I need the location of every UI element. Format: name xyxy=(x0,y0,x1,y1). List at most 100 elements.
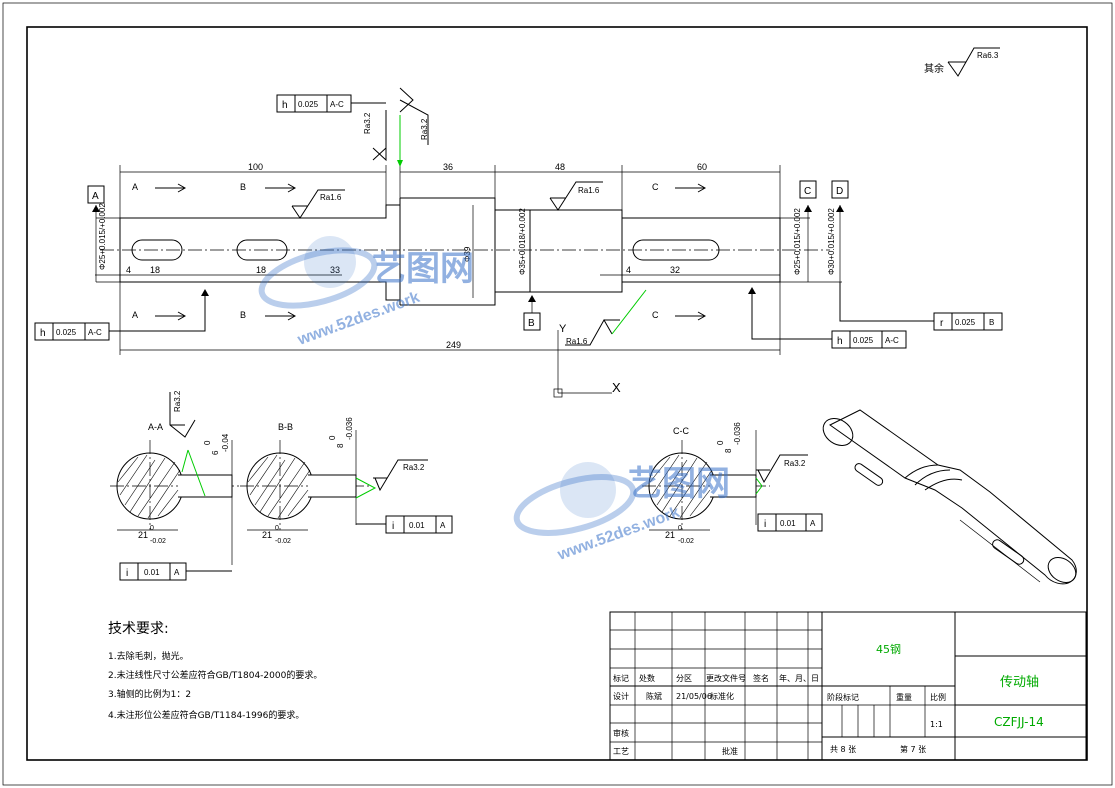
tech-item-4: 4.未注形位公差应符合GB/T1184-1996的要求。 xyxy=(108,709,304,721)
dim-249: 249 xyxy=(446,340,461,350)
dia-right: Φ25+0.015/+0.002 xyxy=(793,208,802,275)
dim-33: 33 xyxy=(330,265,340,275)
svg-text:批准: 批准 xyxy=(722,746,738,756)
inner-frame xyxy=(26,26,1088,761)
fcf-section-a[interactable]: i 0.01 A xyxy=(119,562,232,581)
svg-text:年、月、日: 年、月、日 xyxy=(779,673,819,683)
dim-36: 36 xyxy=(443,162,453,172)
svg-text:阶段标记: 阶段标记 xyxy=(827,692,859,702)
svg-text:Ra6.3: Ra6.3 xyxy=(977,51,999,60)
section-mark-c-bottom: C xyxy=(652,310,659,320)
svg-text:Ra3.2: Ra3.2 xyxy=(420,118,429,140)
svg-text:A-C: A-C xyxy=(88,328,102,337)
fcf-left[interactable]: h 0.025 A-C xyxy=(34,289,209,341)
tech-title: 技术要求: xyxy=(108,621,169,637)
svg-text:陈斌: 陈斌 xyxy=(646,691,662,701)
svg-text:0: 0 xyxy=(203,440,212,445)
svg-text:比例: 比例 xyxy=(930,692,946,702)
dim-keyway-32: 32 xyxy=(670,265,680,275)
svg-text:h: h xyxy=(837,336,843,347)
section-mark-a-top: A xyxy=(132,182,138,192)
svg-text:Ra3.2: Ra3.2 xyxy=(403,463,425,472)
fcf-section-c[interactable]: i 0.01 A xyxy=(757,513,823,532)
fcf-right-1[interactable]: h 0.025 A-C xyxy=(748,287,907,349)
svg-text:6: 6 xyxy=(211,450,220,455)
fcf-section-b[interactable]: i 0.01 A xyxy=(356,515,453,534)
svg-text:21: 21 xyxy=(262,530,272,540)
fcf-right-2[interactable]: r 0.025 B xyxy=(839,282,1003,331)
keyway-2 xyxy=(236,239,288,261)
svg-text:Ra1.6: Ra1.6 xyxy=(566,337,588,346)
svg-text:r: r xyxy=(940,318,944,329)
svg-text:A: A xyxy=(174,568,180,577)
svg-text:Y: Y xyxy=(559,323,567,335)
svg-text:处数: 处数 xyxy=(639,673,655,683)
svg-text:A-C: A-C xyxy=(330,100,344,109)
svg-text:A-A: A-A xyxy=(148,422,163,432)
section-a-a: A-A 21 0 -0.02 -0.04 0 6 Ra3.2 i 0.01 xyxy=(110,390,240,581)
svg-text:Ra3.2: Ra3.2 xyxy=(363,112,372,134)
section-b-b: B-B 21 0 -0.02 -0.036 0 8 Ra3.2 i 0.01 A xyxy=(240,417,453,545)
dia-collar: Φ39 xyxy=(463,246,472,262)
section-mark-b-top: B xyxy=(240,182,246,192)
part-name: 传动轴 xyxy=(1000,675,1039,690)
svg-text:-0.02: -0.02 xyxy=(275,538,291,545)
dim-offset-4b: 4 xyxy=(626,265,631,275)
watermark-1: 艺图网 www.52des.work xyxy=(258,236,474,349)
svg-text:更改文件号: 更改文件号 xyxy=(706,673,746,683)
svg-text:艺图网: 艺图网 xyxy=(628,465,730,503)
shaft-bearing-seat xyxy=(530,209,623,293)
dim-keyway-18a: 18 xyxy=(150,265,160,275)
roughness-ra16-a: Ra1.6 xyxy=(291,189,345,219)
svg-text:0.01: 0.01 xyxy=(144,568,160,577)
svg-text:标准化: 标准化 xyxy=(710,691,734,701)
svg-text:工艺: 工艺 xyxy=(613,747,629,756)
datum-a[interactable] xyxy=(87,185,105,204)
technical-requirements: 技术要求: 1.去除毛刺，抛光。 2.未注线性尺寸公差应符合GB/T1804-2… xyxy=(108,621,322,721)
roughness-ra32-top: Ra3.2 Ra3.2 xyxy=(363,87,429,167)
svg-text:21/05/06: 21/05/06 xyxy=(676,692,712,701)
svg-text:-0.036: -0.036 xyxy=(733,422,742,445)
svg-text:标记: 标记 xyxy=(613,673,629,683)
tech-item-3: 3.轴侧的比例为1：2 xyxy=(108,688,191,700)
svg-text:A: A xyxy=(92,191,99,202)
svg-text:重量: 重量 xyxy=(896,692,912,702)
svg-text:h: h xyxy=(40,328,46,339)
svg-text:A: A xyxy=(440,521,446,530)
dim-keyway-18b: 18 xyxy=(256,265,266,275)
keyway-3 xyxy=(632,239,720,261)
svg-text:www.52des.work: www.52des.work xyxy=(295,289,422,349)
svg-text:i: i xyxy=(764,519,766,530)
svg-text:其余: 其余 xyxy=(924,62,944,75)
svg-text:0.01: 0.01 xyxy=(780,519,796,528)
svg-text:D: D xyxy=(836,186,843,197)
section-c-c: C-C 21 0 -0.02 -0.036 0 8 Ra3.2 i 0.01 A xyxy=(642,422,823,545)
svg-text:1:1: 1:1 xyxy=(930,720,943,729)
datum-c[interactable] xyxy=(799,180,817,199)
section-mark-b-bottom: B xyxy=(240,310,246,320)
svg-text:B-B: B-B xyxy=(278,422,293,432)
svg-text:-0.02: -0.02 xyxy=(150,538,166,545)
svg-text:艺图网: 艺图网 xyxy=(372,250,474,288)
tech-item-2: 2.未注线性尺寸公差应符合GB/T1804-2000的要求。 xyxy=(108,669,322,681)
shaft-collar xyxy=(400,197,496,306)
section-mark-c-top: C xyxy=(652,182,659,192)
watermark-2: 艺图网 www.52des.work xyxy=(513,462,730,564)
fcf-top[interactable]: h 0.025 A-C xyxy=(276,94,386,113)
svg-text:0.01: 0.01 xyxy=(409,521,425,530)
datum-d[interactable] xyxy=(831,180,849,199)
svg-text:C-C: C-C xyxy=(673,426,689,436)
material: 45钢 xyxy=(876,643,901,656)
svg-text:共 8 张: 共 8 张 xyxy=(830,745,856,754)
svg-text:第 7 张: 第 7 张 xyxy=(900,744,926,754)
svg-text:0: 0 xyxy=(716,440,725,445)
title-block: 45钢 传动轴 CZFJJ-14 标记 处数 分区 更改文件号 签名 年、月、日… xyxy=(609,611,1087,761)
shaft-step xyxy=(495,209,531,293)
svg-text:Ra3.2: Ra3.2 xyxy=(784,459,806,468)
drawing-number: CZFJJ-14 xyxy=(994,715,1044,729)
isometric-shaft-view xyxy=(822,409,1077,585)
svg-text:i: i xyxy=(126,568,128,579)
